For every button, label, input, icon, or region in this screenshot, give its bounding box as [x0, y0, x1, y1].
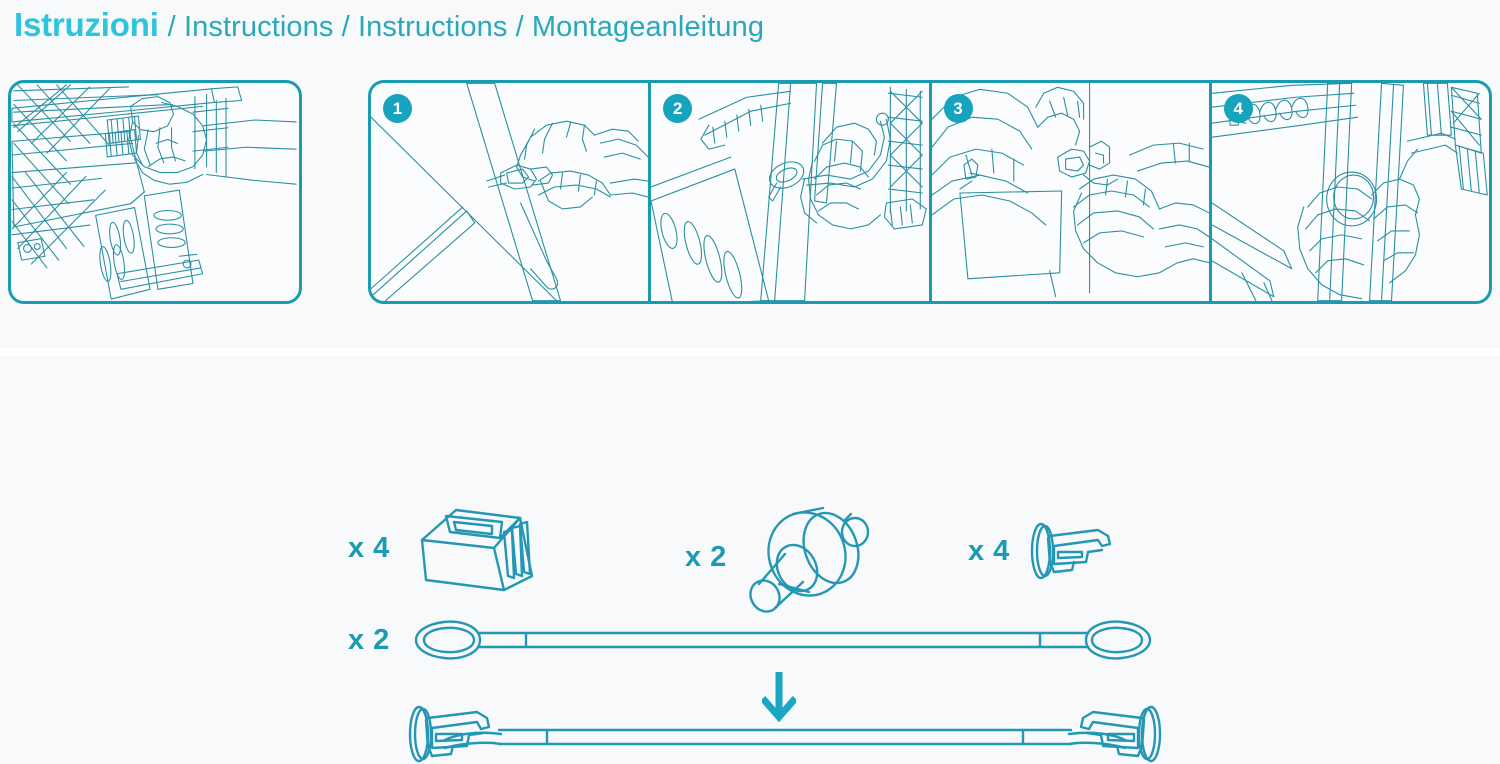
down-arrow-icon: [762, 672, 796, 722]
step-badge-4: 4: [1223, 94, 1253, 123]
quantity-label-roller: x 2: [685, 540, 727, 573]
quantity-label-wedge: x 4: [348, 531, 390, 564]
section-divider: [0, 348, 1500, 356]
parts-list: x 4 x 2: [0, 440, 1500, 764]
step-2-illustration: [651, 83, 928, 301]
title-primary: Istruzioni: [14, 6, 159, 43]
part-item-wedge-bracket: x 4: [348, 502, 540, 594]
overview-illustration-panel: [8, 80, 302, 304]
part-item-loop-strap: x 2: [348, 618, 1158, 662]
step-panel-4: 4: [1211, 83, 1489, 301]
loop-strap-icon: [414, 620, 1152, 660]
instruction-panels: 1: [0, 78, 1500, 310]
strap-with-hooks-assembled: [408, 705, 1162, 763]
step-4-illustration: [1211, 83, 1488, 301]
step-panel-3: 3: [931, 83, 1212, 301]
roller-spool-icon: [749, 506, 870, 613]
page-title: Istruzioni / Instructions / Instructions…: [14, 6, 764, 44]
title-translations: / Instructions / Instructions / Montagea…: [167, 11, 765, 43]
step-badge-3: 3: [943, 94, 973, 123]
step-1-illustration: [371, 83, 649, 301]
part-item-hook-clip: x 4: [968, 518, 1118, 584]
step-panel-2: 2: [651, 83, 932, 301]
quantity-label-strap: x 2: [348, 623, 390, 656]
overview-illustration: [11, 84, 297, 300]
numbered-steps-group: 1: [368, 80, 1492, 304]
wedge-bracket-icon: [420, 508, 534, 592]
step-panel-1: 1: [371, 83, 652, 301]
quantity-label-hook: x 4: [968, 534, 1010, 567]
step-3-illustration: [931, 83, 1209, 298]
step-badge-1: 1: [383, 94, 412, 123]
hook-clip-icon: [1030, 522, 1112, 580]
step-badge-2: 2: [663, 94, 693, 123]
part-item-roller-spool: x 2: [685, 498, 873, 616]
